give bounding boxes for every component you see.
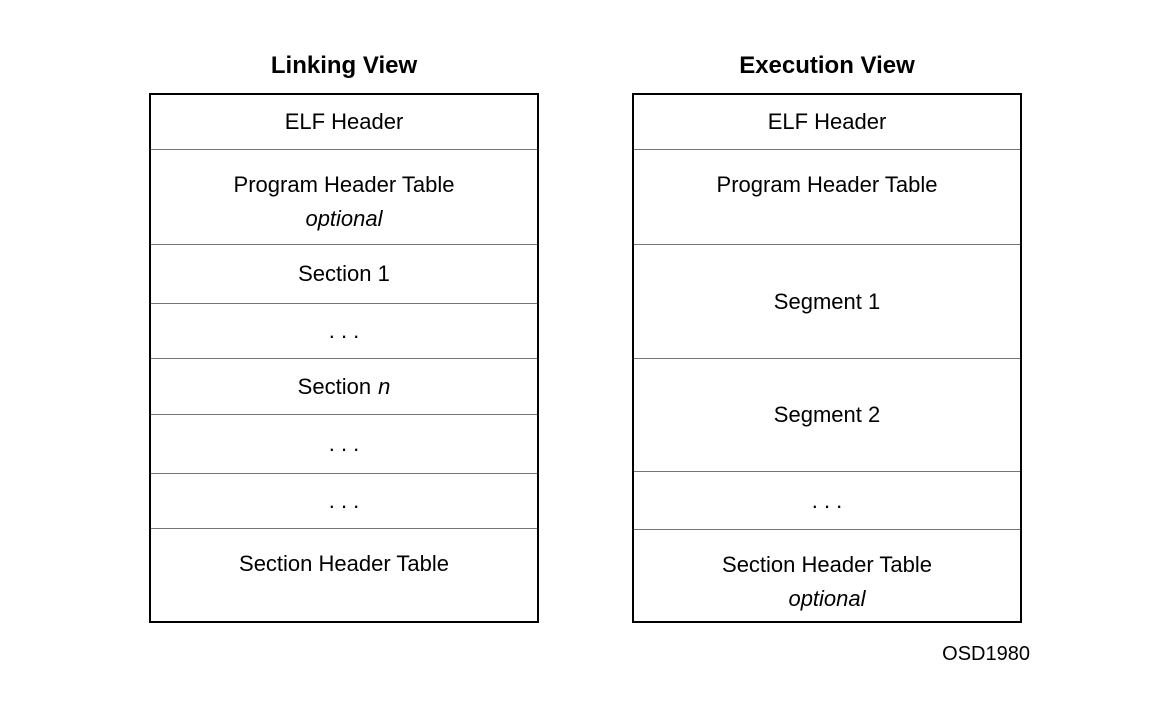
figure-id: OSD1980 [942,643,1030,665]
execution-view-title: Execution View [739,52,915,79]
row-segment-2: Segment 2 [634,358,1020,471]
linking-view-title: Linking View [270,52,418,79]
row-label-italic-n: n [378,373,391,399]
ellipsis-label: . . . [811,487,843,513]
row-label: Section Header Table [239,551,449,576]
ellipsis-label: . . . [328,318,360,343]
row-section-1: Section 1 [151,244,537,303]
row-ellipsis-2: . . . [151,414,537,473]
row-ellipsis-1: . . . [634,471,1020,529]
ellipsis-label: . . . [328,431,360,456]
linking-view-box: ELF Header Program Header Table optional… [149,93,539,623]
row-sublabel-optional: optional [305,206,383,231]
row-label: Program Header Table [233,172,455,197]
row-sublabel-optional: optional [788,586,866,611]
row-label: Segment 2 [773,402,881,427]
row-label: Section Header Table [722,552,932,577]
row-label: ELF Header [767,109,887,134]
row-ellipsis-3: . . . [151,473,537,528]
row-label: Section 1 [298,261,390,286]
row-segment-1: Segment 1 [634,244,1020,358]
row-program-header-table: Program Header Table [634,149,1020,244]
execution-view-box: ELF Header Program Header Table Segment … [632,93,1022,623]
row-section-n: Section n [151,358,537,414]
row-section-header-table: Section Header Table [151,528,537,621]
row-label: Section [297,373,372,399]
row-elf-header: ELF Header [151,95,537,149]
row-section-header-table: Section Header Table optional [634,529,1020,621]
row-ellipsis-1: . . . [151,303,537,358]
row-label: ELF Header [284,109,404,134]
row-label: Program Header Table [716,172,938,197]
ellipsis-label: . . . [328,488,360,513]
row-program-header-table: Program Header Table optional [151,149,537,244]
row-label: Segment 1 [773,288,881,314]
row-elf-header: ELF Header [634,95,1020,149]
